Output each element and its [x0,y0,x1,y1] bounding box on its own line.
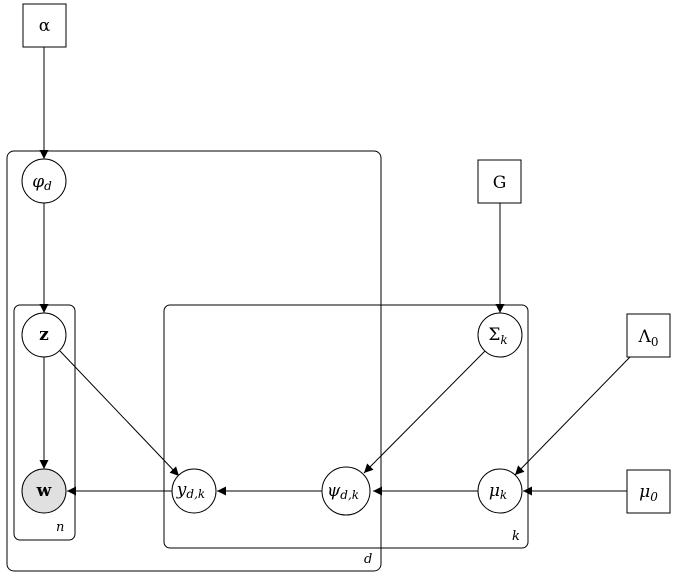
node-alpha-label: α [39,16,51,36]
plate-n-label: n [56,520,64,535]
node-y: yd,k [171,468,217,514]
node-mu-label: μk [489,481,507,502]
node-y-base: y [176,480,187,500]
node-psi-label: ψd,k [327,481,359,502]
node-mu-sub: k [500,488,507,502]
node-G: G [477,159,522,204]
node-alpha: α [22,3,67,48]
node-sigma-base: Σ [488,325,500,345]
node-y-sub: d,k [186,487,205,501]
node-y-label: yd,k [176,480,205,501]
plate-d [6,150,382,572]
node-phi: φd [21,158,67,204]
node-psi-sub: d,k [340,488,359,502]
edge-lambda-mu [514,356,631,476]
plate-k [163,304,529,549]
node-sigma-sub: k [500,333,507,347]
node-psi-base: ψ [327,481,341,501]
node-lambda0: Λ0 [626,313,671,358]
node-G-label: G [493,173,507,193]
edge-z-y [59,350,180,477]
node-z-label: z [39,325,49,345]
node-mu0-label: μ0 [639,482,658,504]
node-w: w [21,468,67,514]
node-sigma-label: Σk [488,325,507,347]
node-lambda0-base: Λ [638,327,652,347]
node-sigma: Σk [477,312,523,358]
edge-sigma-psi [363,350,486,474]
node-phi-sub: d [44,179,52,193]
node-mu0-base: μ [639,482,650,502]
node-lambda0-label: Λ0 [638,327,659,349]
node-phi-label: φd [32,172,52,193]
node-psi: ψd,k [321,466,371,516]
node-mu0-sub: 0 [650,490,658,504]
node-mu0: μ0 [626,469,671,514]
node-w-label: w [36,481,52,501]
node-phi-base: φ [32,172,44,192]
node-lambda0-sub: 0 [651,335,659,349]
plate-k-label: k [512,529,520,544]
node-mu-base: μ [489,481,500,501]
plate-d-label: d [364,552,372,567]
node-z: z [21,312,67,358]
node-mu: μk [477,468,523,514]
